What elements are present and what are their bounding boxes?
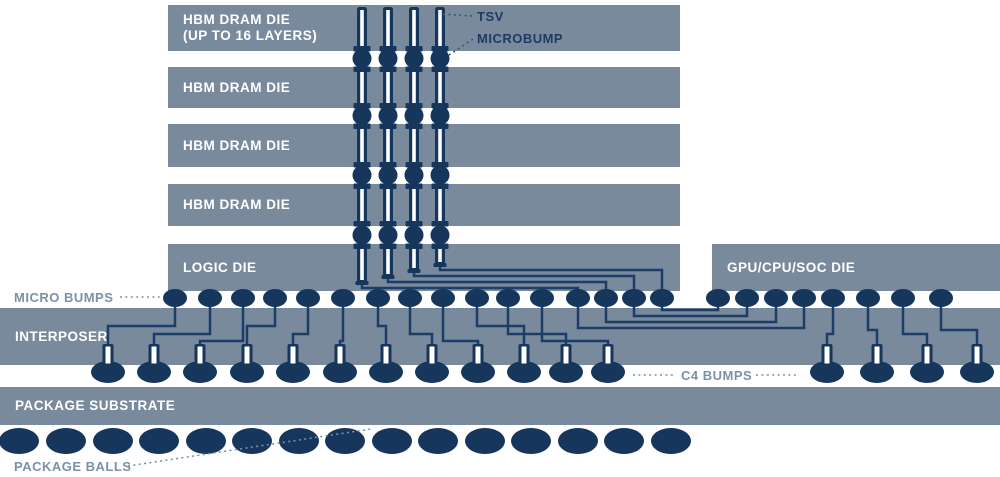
micro-bump (366, 289, 390, 307)
micro-bump (622, 289, 646, 307)
stack-microbump (352, 106, 372, 125)
package-substrate: PACKAGE SUBSTRATE (0, 387, 1000, 425)
micro-bump (263, 289, 287, 307)
micro-bump (929, 289, 953, 307)
package-ball (325, 428, 365, 454)
package-ball (465, 428, 505, 454)
package-ball (46, 428, 86, 454)
logic-die: LOGIC DIE (168, 244, 680, 291)
micro-bump (530, 289, 554, 307)
gpu-cpu-soc-die-label: GPU/CPU/SOC DIE (727, 259, 856, 275)
micro-bump (566, 289, 590, 307)
package-ball (0, 428, 39, 454)
micro-bump (706, 289, 730, 307)
package-ball (651, 428, 691, 454)
micro-bump (594, 289, 618, 307)
stack-microbump (430, 106, 450, 125)
hbm-dram-die-4-label: HBM DRAM DIE (183, 197, 291, 212)
micro-bump (764, 289, 788, 307)
stack-microbump (404, 106, 424, 125)
micro-bump (331, 289, 355, 307)
micro-bump (296, 289, 320, 307)
stack-microbump (378, 49, 398, 68)
package-balls-leader (127, 428, 372, 467)
stack-microbump (378, 225, 398, 245)
micro-bump (650, 289, 674, 307)
hbm-dram-die-4: HBM DRAM DIE (168, 184, 680, 226)
c4-bumps-label: C4 BUMPS (681, 368, 753, 383)
package-ball (232, 428, 272, 454)
package-substrate-label: PACKAGE SUBSTRATE (15, 398, 176, 413)
stack-microbump (404, 225, 424, 245)
micro-bump (431, 289, 455, 307)
gpu-cpu-soc-die: GPU/CPU/SOC DIE (712, 244, 1000, 291)
stack-microbump (352, 225, 372, 245)
package-ball (372, 428, 412, 454)
stack-microbump (404, 165, 424, 185)
micro-bump (792, 289, 816, 307)
micro-bump (496, 289, 520, 307)
package-ball (186, 428, 226, 454)
stack-microbump (404, 49, 424, 68)
micro-bump (735, 289, 759, 307)
stack-microbump (352, 165, 372, 185)
micro-bump (398, 289, 422, 307)
package-ball (418, 428, 458, 454)
stack-microbump (352, 49, 372, 68)
package-ball (558, 428, 598, 454)
hbm-dram-die-3-label: HBM DRAM DIE (183, 137, 291, 153)
microbump-label: MICROBUMP (477, 31, 564, 46)
micro-bump (198, 289, 222, 307)
stack-microbump (378, 165, 398, 185)
hbm-dram-die-top-label-line2: (UP TO 16 LAYERS) (183, 28, 318, 43)
package-ball (279, 428, 319, 454)
logic-die-label: LOGIC DIE (183, 259, 257, 275)
hbm-dram-die-top: HBM DRAM DIE (UP TO 16 LAYERS) (168, 5, 680, 51)
tsv-label: TSV (477, 9, 504, 24)
micro-bump (465, 289, 489, 307)
micro-bump (163, 289, 187, 307)
interposer: INTERPOSER (0, 308, 1000, 365)
interposer-label: INTERPOSER (15, 328, 108, 344)
package-ball (604, 428, 644, 454)
hbm-dram-die-top-label: HBM DRAM DIE (183, 12, 291, 27)
package-balls-label: PACKAGE BALLS (14, 459, 132, 474)
micro-bump (856, 289, 880, 307)
package-ball (93, 428, 133, 454)
stack-microbump (430, 49, 450, 68)
package-ball (511, 428, 551, 454)
stack-microbump (430, 165, 450, 185)
package-ball (139, 428, 179, 454)
micro-bump (891, 289, 915, 307)
stack-microbump (378, 106, 398, 125)
hbm-dram-die-3: HBM DRAM DIE (168, 124, 680, 167)
micro-bump (231, 289, 255, 307)
stack-microbump (430, 225, 450, 245)
hbm-dram-die-2-label: HBM DRAM DIE (183, 79, 291, 95)
micro-bump (821, 289, 845, 307)
hbm-dram-die-2: HBM DRAM DIE (168, 67, 680, 108)
micro-bumps-label: MICRO BUMPS (14, 290, 114, 305)
